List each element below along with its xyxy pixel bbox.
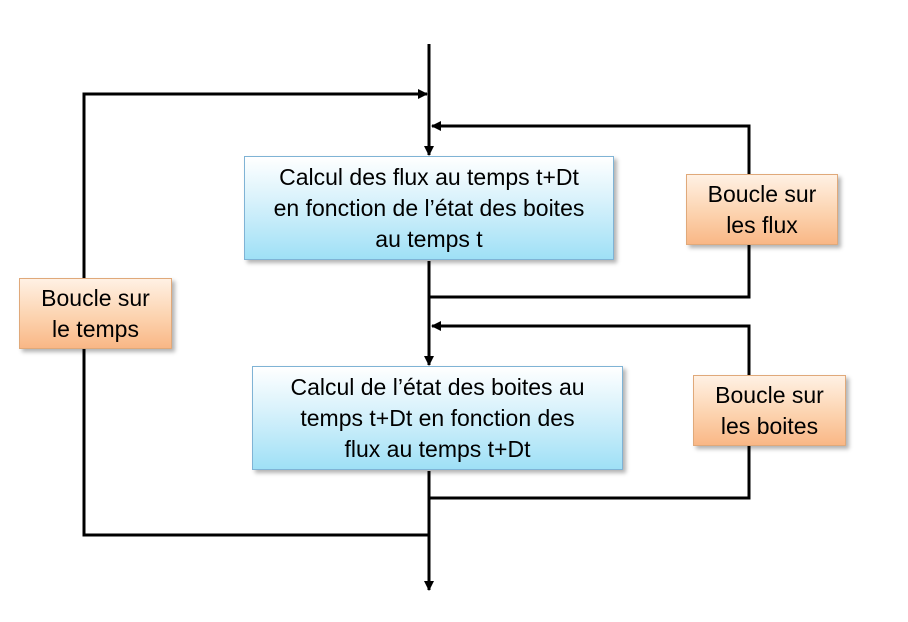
time-loop-label: Boucle sur le temps — [41, 284, 150, 342]
boxes-loop-label: Boucle sur les boites — [715, 381, 824, 439]
time-loop-box: Boucle sur le temps — [19, 278, 172, 349]
flux-calculation-box: Calcul des flux au temps t+Dt en fonctio… — [244, 156, 614, 260]
flux-calculation-text: Calcul des flux au temps t+Dt en fonctio… — [273, 163, 585, 252]
state-calculation-text: Calcul de l’état des boites au temps t+D… — [290, 373, 585, 462]
flux-loop-box: Boucle sur les flux — [686, 174, 838, 245]
boxes-loop-box: Boucle sur les boites — [693, 375, 846, 446]
flux-loop-label: Boucle sur les flux — [707, 180, 817, 238]
state-calculation-box: Calcul de l’état des boites au temps t+D… — [252, 366, 623, 470]
